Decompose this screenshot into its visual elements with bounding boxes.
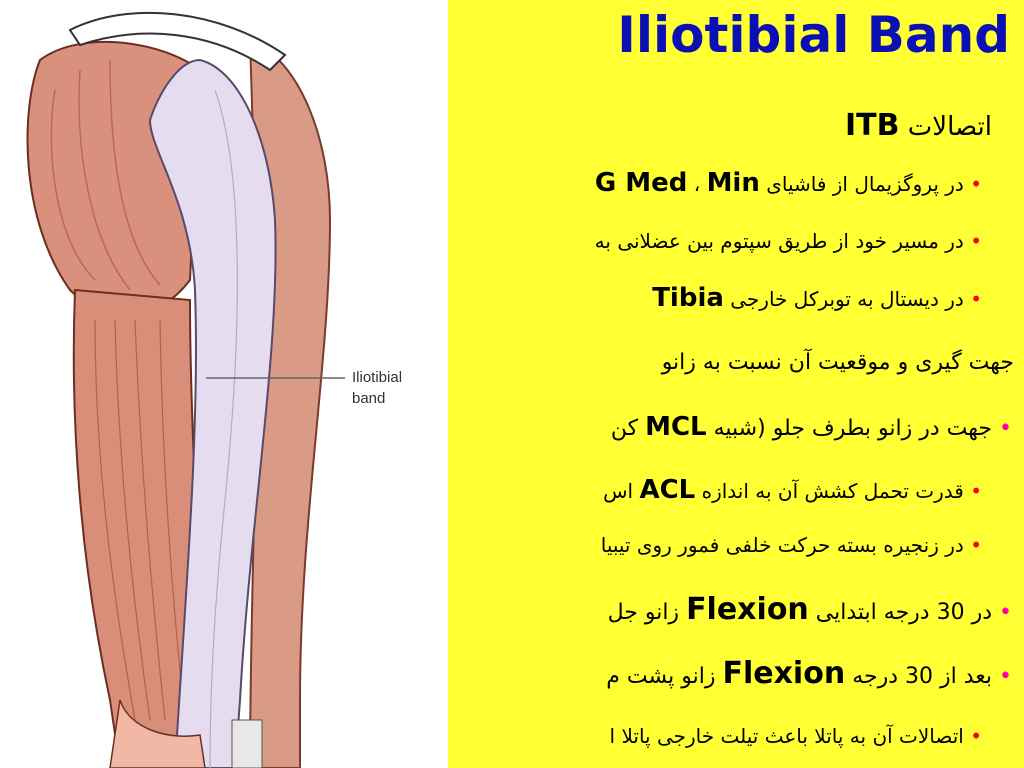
itb-attachments-heading: اتصالات ITB <box>845 108 992 143</box>
list-item-text: در زنجیره بسته حرکت خلفی فمور روی تیبیا <box>600 533 964 557</box>
bullet-icon: • <box>970 724 982 748</box>
list-item-tail: اس <box>603 479 634 503</box>
bullet-icon: • <box>970 287 982 311</box>
text-content-area: اتصالات ITB • در پروگزیمال از فاشیای G M… <box>440 0 1024 768</box>
list-item: • در مسیر خود از طریق سپتوم بین عضلانی ب… <box>595 229 982 253</box>
list-item-bold2: Min <box>706 168 760 198</box>
list-item-separator: ، <box>693 172 701 196</box>
list-item-text: در 30 درجه ابتدایی <box>815 600 993 625</box>
list-item-bold: ACL <box>639 475 696 505</box>
bullet-icon: • <box>970 172 982 196</box>
iliotibial-band-label-line2: band <box>352 390 385 407</box>
bullet-icon: • <box>999 416 1012 441</box>
list-item-text: قدرت تحمل کشش آن به اندازه <box>701 479 964 503</box>
bullet-icon: • <box>999 664 1012 689</box>
thigh-anatomy-illustration: Iliotibial band <box>0 0 448 768</box>
iliotibial-band-label-line1: Iliotibial <box>352 369 402 386</box>
bullet-icon: • <box>999 600 1012 625</box>
list-item-text: در مسیر خود از طریق سپتوم بین عضلانی به <box>594 229 964 253</box>
thigh-muscles-drawing: Iliotibial band <box>0 0 448 768</box>
list-item-tail: زانو پشت م <box>606 664 716 689</box>
list-item-tail: زانو جل <box>607 600 680 625</box>
orientation-heading: جهت گیری و موقعیت آن نسبت به زانو <box>661 350 1014 375</box>
list-item: • در زنجیره بسته حرکت خلفی فمور روی تیبی… <box>601 533 982 557</box>
list-item: • جهت در زانو بطرف جلو (شبیه MCL کن <box>611 412 1012 442</box>
list-item-text: در دیستال به توبرکل خارجی <box>730 287 964 311</box>
list-item-bold: Tibia <box>652 283 724 313</box>
list-item: • در 30 درجه ابتدایی Flexion زانو جل <box>608 592 1012 627</box>
list-item: • بعد از 30 درجه Flexion زانو پشت م <box>606 656 1012 691</box>
list-item-tail: کن <box>610 416 639 441</box>
list-item-bold: Flexion <box>722 656 846 691</box>
list-item: • قدرت تحمل کشش آن به اندازه ACL اس <box>603 475 982 505</box>
heading-itb-bold: ITB <box>845 108 900 143</box>
bullet-icon: • <box>970 479 982 503</box>
list-item-bold: MCL <box>645 412 707 442</box>
bullet-icon: • <box>970 533 982 557</box>
bullet-icon: • <box>970 229 982 253</box>
list-item: • در دیستال به توبرکل خارجی Tibia <box>652 283 982 313</box>
list-item-bold: G Med <box>594 168 688 198</box>
list-item-bold: Flexion <box>686 592 809 627</box>
heading-itb-text: اتصالات <box>907 112 992 142</box>
list-item: • در پروگزیمال از فاشیای G Med ، Min <box>595 168 982 198</box>
list-item-text: بعد از 30 درجه <box>852 664 993 689</box>
list-item: • اتصالات آن به پاتلا باعث تیلت خارجی پا… <box>610 724 982 748</box>
list-item-text: در پروگزیمال از فاشیای <box>766 172 964 196</box>
list-item-text: جهت در زانو بطرف جلو (شبیه <box>713 416 993 441</box>
list-item-text: اتصالات آن به پاتلا باعث تیلت خارجی پاتل… <box>609 724 964 748</box>
slide-title: Iliotibial Band <box>617 6 1010 64</box>
